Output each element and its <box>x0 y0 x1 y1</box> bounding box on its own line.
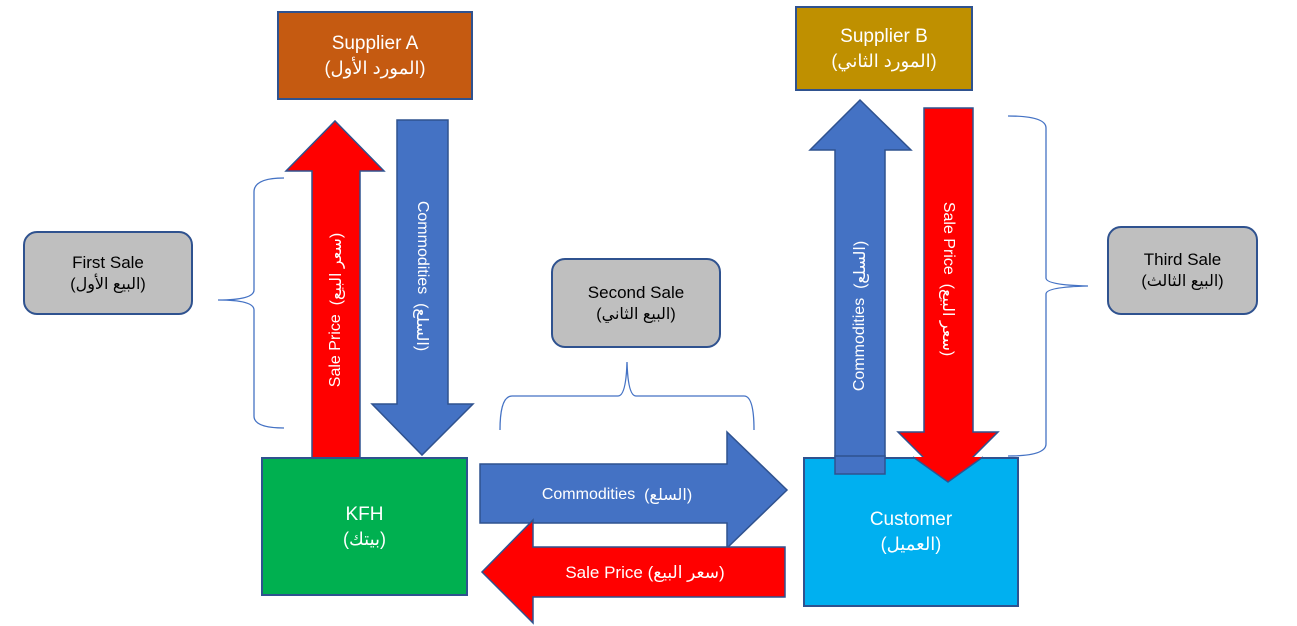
third-sale-title: Third Sale <box>1143 250 1222 269</box>
second-sale-label: Second Sale (البيع الثاني) <box>551 258 721 348</box>
commodities-down-arrow-a-text: Commodities (السلع) <box>412 176 432 376</box>
second-sale-arabic: (البيع الثاني) <box>596 305 676 323</box>
first-sale-arabic: (البيع الأول) <box>70 275 146 293</box>
arrow-ar-text: (سعر البيع) <box>647 563 725 582</box>
commodities-down-arrow-a <box>370 119 475 457</box>
first-sale-title: First Sale <box>72 252 144 272</box>
customer-arabic: (العميل) <box>880 534 942 554</box>
supplier-a-box: Supplier A (المورد الأول) <box>277 11 473 100</box>
arrow-ar-text: (السلع) <box>644 487 693 504</box>
sale-price-up-arrow-a <box>284 119 386 459</box>
third-sale-label: Third Sale (البيع الثالث) <box>1107 226 1258 315</box>
first-sale-label: First Sale (البيع الأول) <box>23 231 193 315</box>
second-sale-title: Second Sale <box>587 282 685 302</box>
arrow-ar-text: (سعر البيع) <box>939 283 956 357</box>
customer-box: Customer (العميل) <box>803 457 1019 607</box>
arrow-ar-text: (السلع) <box>413 303 430 352</box>
arrow-en-text: Commodities <box>541 486 636 503</box>
commodities-right-arrow-text: Commodities (السلع) <box>492 484 742 506</box>
supplier-b-arabic: (المورد الثاني) <box>831 50 937 71</box>
sale-price-down-arrow-b-text: Sale Price (سعر البيع) <box>938 179 958 379</box>
second-sale-brace <box>499 361 755 431</box>
kfh-label: KFH <box>345 503 384 525</box>
supplier-b-label: Supplier B <box>840 25 928 47</box>
arrow-en-text: Sale Price <box>327 314 344 388</box>
arrow-en-text: Commodities <box>414 200 431 295</box>
commodities-up-arrow-b-text: Commodities (السلع) <box>850 216 870 416</box>
arrow-en-text: Sale Price <box>565 563 643 582</box>
supplier-b-box: Supplier B (المورد الثاني) <box>795 6 973 91</box>
kfh-box: KFH (بيتك) <box>261 457 468 596</box>
supplier-a-label: Supplier A <box>331 32 419 54</box>
commodities-right-arrow <box>479 430 789 550</box>
arrow-ar-text: (سعر البيع) <box>328 232 345 306</box>
arrow-en-text: Sale Price <box>940 201 957 275</box>
third-sale-brace <box>1007 115 1089 457</box>
arrow-ar-text: (السلع) <box>852 240 869 289</box>
supplier-a-arabic: (المورد الأول) <box>324 57 426 78</box>
sale-price-left-arrow <box>480 518 786 625</box>
kfh-arabic: (بيتك) <box>342 528 387 549</box>
third-sale-arabic: (البيع الثالث) <box>1141 273 1224 290</box>
commodities-up-arrow-b <box>808 98 913 475</box>
sale-price-left-arrow-text: Sale Price (سعر البيع) <box>520 562 770 584</box>
sale-price-up-arrow-a-text: Sale Price (سعر البيع) <box>326 210 346 410</box>
customer-label: Customer <box>869 509 953 530</box>
arrow-en-text: Commodities <box>851 297 868 392</box>
first-sale-brace <box>217 177 285 429</box>
